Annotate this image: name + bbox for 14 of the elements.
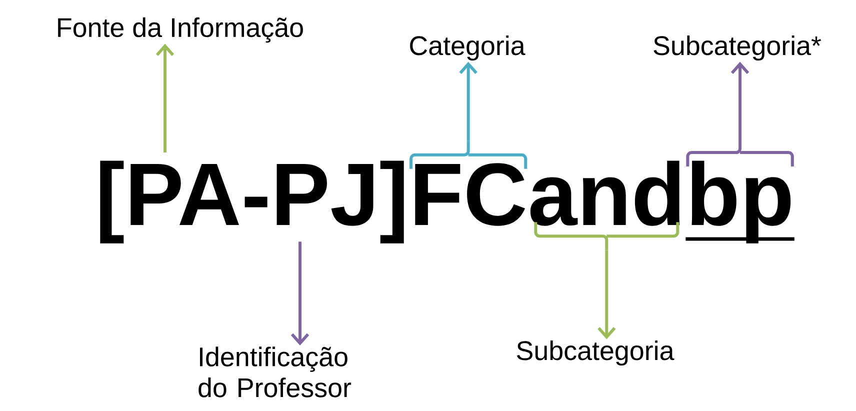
callout-label: Identificação do Professor xyxy=(198,346,352,398)
arrow xyxy=(598,250,616,340)
arrow xyxy=(730,62,750,139)
callout-label: Subcategoria xyxy=(516,340,674,366)
arrow xyxy=(156,44,174,153)
arrow xyxy=(290,242,310,346)
callout-label: Categoria xyxy=(410,35,526,61)
code-text: bp xyxy=(692,160,791,244)
arrow xyxy=(459,62,478,141)
code-text: [PA-PJ] xyxy=(100,160,404,244)
code-text: and xyxy=(530,160,680,226)
callout-label: Fonte da Informação xyxy=(58,17,303,43)
code-text: FC xyxy=(415,163,526,226)
callout-label: Subcategoria* xyxy=(654,35,822,61)
